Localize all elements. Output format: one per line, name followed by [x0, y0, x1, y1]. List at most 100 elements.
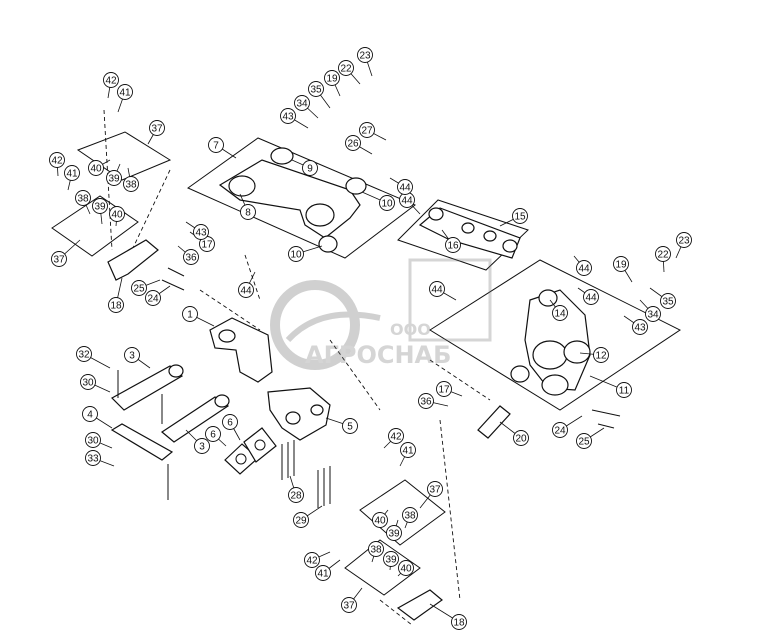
- callout-label: 38: [404, 511, 416, 522]
- callout-14: 14: [549, 299, 568, 321]
- callout-label: 40: [400, 564, 412, 575]
- callout-24: 24: [145, 285, 171, 306]
- callout-circle: [359, 122, 375, 138]
- callout-10: 10: [361, 191, 395, 211]
- shaft-18-upper: [107, 239, 159, 281]
- callout-label: 26: [347, 139, 359, 150]
- callout-label: 19: [615, 260, 627, 271]
- callout-40: 40: [372, 509, 389, 528]
- callout-circle: [613, 256, 629, 272]
- callout-label: 15: [514, 212, 526, 223]
- callout-label: 44: [585, 293, 597, 304]
- callout-43: 43: [623, 315, 648, 335]
- callout-circle: [379, 195, 395, 211]
- callout-circle: [208, 137, 224, 153]
- callout-label: 38: [370, 545, 382, 556]
- bolts-24-25-right: [591, 409, 621, 429]
- callout-label: 7: [213, 141, 219, 152]
- callout-label: 25: [578, 437, 590, 448]
- callout-circle: [131, 280, 147, 296]
- callout-circle: [92, 198, 108, 214]
- callout-4: 4: [82, 406, 113, 429]
- callout-circle: [149, 120, 165, 136]
- callout-3: 3: [185, 429, 210, 454]
- callout-circle: [240, 204, 256, 220]
- callout-circle: [222, 414, 238, 430]
- callout-circle: [632, 319, 648, 335]
- callout-circle: [342, 418, 358, 434]
- callout-28: 28: [288, 475, 304, 503]
- callout-circle: [616, 382, 632, 398]
- callout-label: 36: [185, 253, 197, 264]
- swing-arm-11: [510, 289, 591, 396]
- callout-40: 40: [397, 560, 414, 577]
- part-callouts: 1334566789101011121415161717181819192022…: [49, 47, 692, 630]
- callout-36: 36: [418, 393, 449, 409]
- callout-label: 17: [201, 240, 213, 251]
- callout-label: 23: [359, 51, 371, 62]
- callout-label: 38: [125, 180, 137, 191]
- callout-40: 40: [109, 206, 125, 227]
- callout-circle: [124, 347, 140, 363]
- callout-39: 39: [92, 198, 108, 225]
- callout-circle: [583, 289, 599, 305]
- callout-label: 3: [129, 351, 135, 362]
- callout-circle: [402, 507, 418, 523]
- callout-30: 30: [80, 374, 111, 393]
- callout-circle: [398, 560, 414, 576]
- callout-circle: [182, 306, 198, 322]
- callout-circle: [80, 374, 96, 390]
- callout-39: 39: [386, 519, 402, 541]
- callout-34: 34: [639, 299, 661, 322]
- frame-arm-15: [397, 199, 529, 271]
- callout-label: 37: [429, 485, 441, 496]
- swing-arm-7: [218, 147, 367, 253]
- callout-circle: [676, 232, 692, 248]
- callout-36: 36: [177, 245, 199, 265]
- callout-label: 27: [361, 126, 373, 137]
- callout-8: 8: [239, 193, 256, 220]
- callout-25: 25: [576, 427, 605, 449]
- callout-circle: [75, 190, 91, 206]
- callout-label: 43: [634, 323, 646, 334]
- callout-44: 44: [429, 281, 457, 301]
- callout-label: 42: [51, 156, 63, 167]
- callout-label: 39: [385, 555, 397, 566]
- frame-arm-11: [429, 259, 681, 411]
- callout-23: 23: [675, 232, 692, 259]
- callout-label: 17: [438, 385, 450, 396]
- callout-circle: [205, 426, 221, 442]
- callout-circle: [445, 237, 461, 253]
- callout-circle: [552, 305, 568, 321]
- callout-label: 28: [290, 491, 302, 502]
- callout-label: 4: [87, 410, 93, 421]
- callout-label: 23: [678, 236, 690, 247]
- callout-label: 42: [105, 76, 117, 87]
- callout-label: 3: [199, 442, 205, 453]
- callout-label: 43: [282, 112, 294, 123]
- callout-label: 44: [578, 264, 590, 275]
- callout-circle: [660, 293, 676, 309]
- callout-30: 30: [85, 432, 113, 449]
- callout-20: 20: [499, 421, 529, 446]
- callout-44: 44: [238, 271, 256, 298]
- callout-circle: [302, 160, 318, 176]
- callout-label: 42: [306, 556, 318, 567]
- callout-42: 42: [304, 551, 331, 568]
- callout-37: 37: [341, 587, 363, 613]
- callout-circle: [341, 597, 357, 613]
- callout-label: 1: [187, 310, 193, 321]
- callout-41: 41: [117, 84, 133, 113]
- callout-circle: [194, 438, 210, 454]
- callout-label: 30: [87, 436, 99, 447]
- callout-circle: [645, 306, 661, 322]
- callout-43: 43: [185, 221, 209, 240]
- callout-label: 37: [53, 255, 65, 266]
- callout-label: 40: [111, 210, 123, 221]
- callout-44: 44: [399, 192, 421, 215]
- callout-label: 44: [240, 286, 252, 297]
- callout-circle: [324, 70, 340, 86]
- callout-circle: [576, 433, 592, 449]
- callout-label: 42: [390, 432, 402, 443]
- pin-20: [477, 405, 511, 439]
